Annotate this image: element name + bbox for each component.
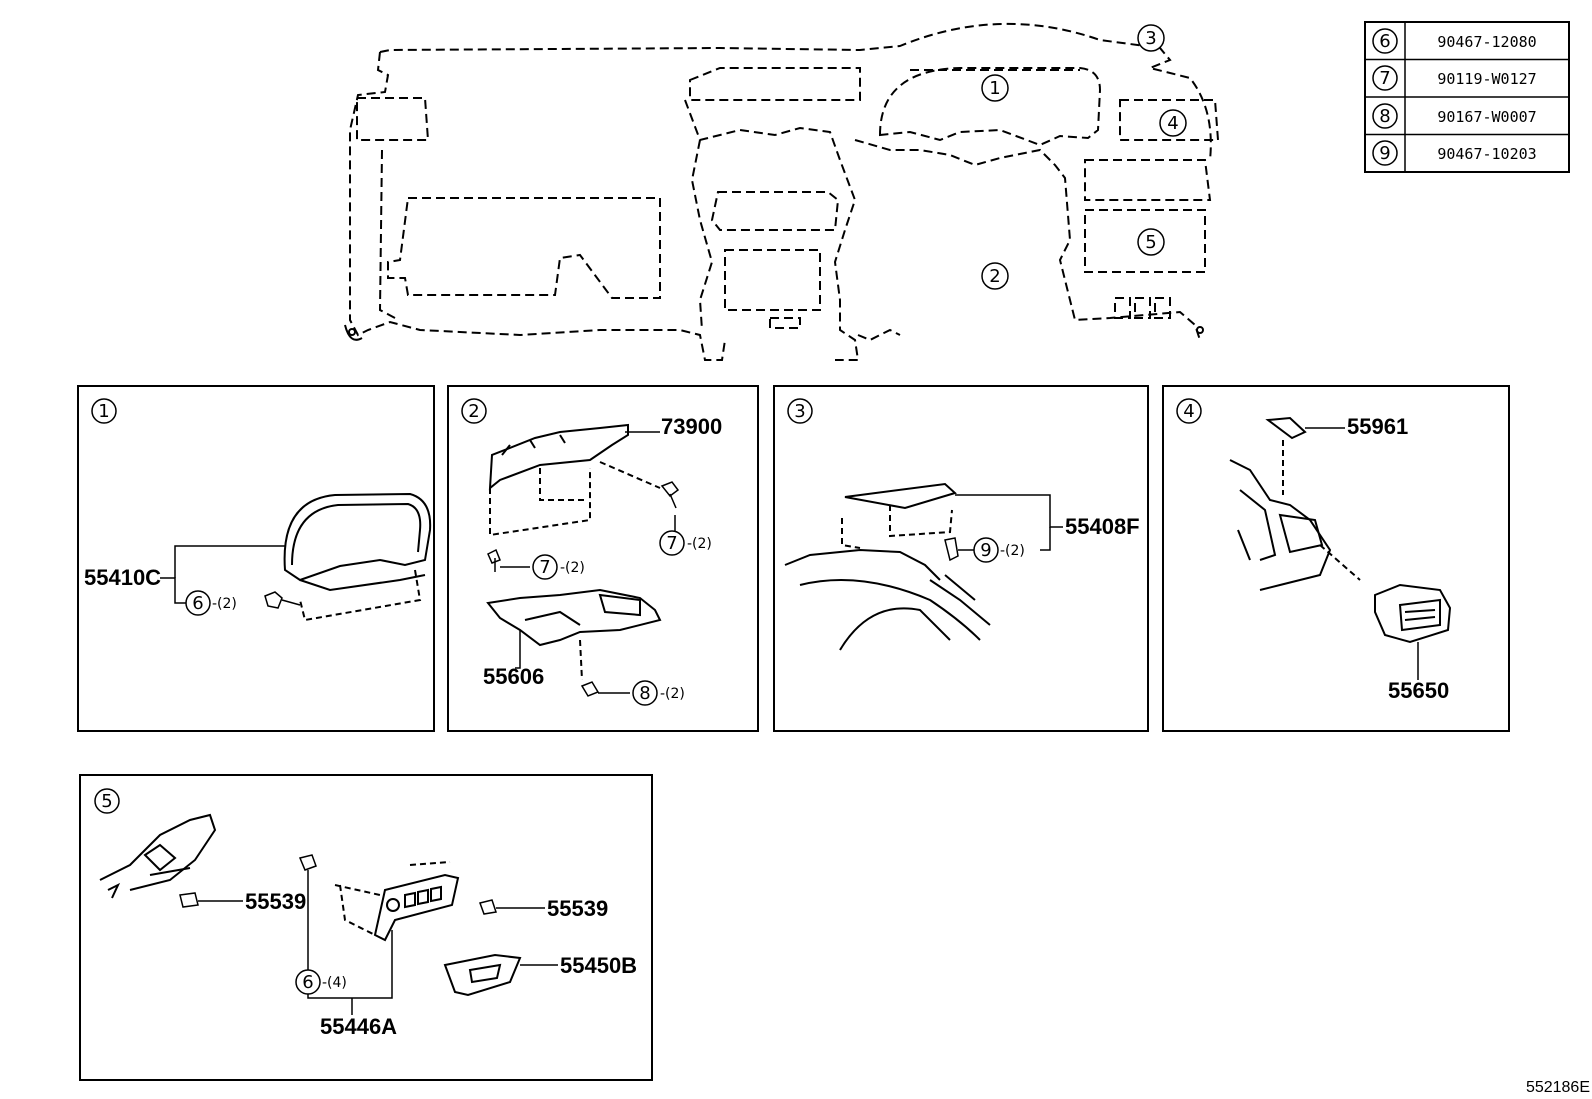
upper-cover-illustration (784, 482, 991, 651)
part-number-55446A[interactable]: 55446A (320, 1014, 397, 1039)
pocket-illustration (443, 953, 522, 997)
svg-text:90467-10203: 90467-10203 (1437, 145, 1536, 163)
part-number-55539-right[interactable]: 55539 (547, 896, 608, 921)
detail-panel-3: 3 55408F 9 -(2) (773, 385, 1149, 732)
part-number-55539-left[interactable]: 55539 (245, 889, 306, 914)
svg-text:6: 6 (302, 972, 313, 993)
legend-row: 9 90467-10203 (1372, 140, 1537, 166)
svg-text:3: 3 (794, 401, 805, 422)
clip-6-illustration (298, 854, 317, 871)
detail-panel-1: 1 55410C 6 -(2) (77, 385, 435, 732)
svg-text:6: 6 (1379, 31, 1390, 52)
svg-text:1: 1 (989, 78, 1000, 99)
svg-text:4: 4 (1183, 401, 1194, 422)
instrument-panel-overview (349, 22, 1220, 361)
screw-7-illustration (487, 481, 680, 572)
clip-6-callout[interactable]: 6 -(4) (295, 969, 347, 995)
detail-panel-2: 2 73900 (447, 385, 759, 732)
svg-text:4: 4 (1167, 113, 1178, 134)
svg-text:-(2): -(2) (212, 596, 237, 612)
switch-bezel-illustration (334, 861, 460, 942)
drawing-reference-number: 552186E (1526, 1079, 1590, 1096)
vent-cover-illustration (1265, 416, 1307, 495)
svg-text:1: 1 (98, 401, 109, 422)
clip-55539-right-illustration (479, 899, 497, 915)
part-number-55606[interactable]: 55606 (483, 664, 544, 689)
detail-panel-5: 5 (79, 774, 653, 1081)
legend-row: 7 90119-W0127 (1372, 65, 1537, 91)
detail-panel-4: 4 55961 55650 (1162, 385, 1510, 732)
svg-text:7: 7 (1379, 68, 1390, 89)
panel-number-3: 3 (787, 398, 813, 424)
screw-7-callout-right[interactable]: 7 -(2) (659, 530, 712, 556)
clip-55539-left-illustration (179, 892, 199, 908)
part-number-55961[interactable]: 55961 (1347, 414, 1408, 439)
part-number-55450B[interactable]: 55450B (560, 953, 637, 978)
overview-callout-2[interactable]: 2 (981, 262, 1009, 290)
clip-9-callout[interactable]: 9 -(2) (973, 537, 1025, 563)
part-number-73900[interactable]: 73900 (661, 414, 722, 439)
part-number-55408F[interactable]: 55408F (1065, 514, 1140, 539)
svg-text:-(2): -(2) (1000, 543, 1025, 559)
air-vent-illustration (1374, 583, 1452, 644)
dash-side-illustration (1229, 459, 1361, 591)
part-number-55650[interactable]: 55650 (1388, 678, 1449, 703)
svg-text:5: 5 (101, 791, 112, 812)
svg-text:2: 2 (989, 266, 1000, 287)
cluster-finish-panel-illustration (283, 492, 432, 622)
svg-text:6: 6 (192, 593, 203, 614)
overview-callout-5[interactable]: 5 (1137, 228, 1165, 256)
svg-text:7: 7 (539, 557, 550, 578)
part-number-55410C[interactable]: 55410C (84, 565, 161, 590)
mounting-lugs (344, 324, 1204, 341)
svg-text:2: 2 (468, 401, 479, 422)
svg-text:-(2): -(2) (660, 686, 685, 702)
screw-7-callout-left[interactable]: 7 -(2) (532, 554, 585, 580)
svg-text:8: 8 (639, 683, 650, 704)
svg-text:3: 3 (1145, 28, 1156, 49)
svg-text:9: 9 (1379, 143, 1390, 164)
panel-number-1: 1 (91, 398, 117, 424)
bolt-8-callout[interactable]: 8 -(2) (632, 680, 685, 706)
svg-text:90167-W0007: 90167-W0007 (1437, 108, 1536, 126)
svg-text:90119-W0127: 90119-W0127 (1437, 70, 1536, 88)
lower-panel-illustration (488, 423, 661, 537)
svg-text:-(4): -(4) (322, 975, 347, 991)
clip-9-illustration (944, 537, 959, 562)
overview-callout-1[interactable]: 1 (981, 74, 1009, 102)
svg-text:7: 7 (666, 533, 677, 554)
panel-number-5: 5 (94, 788, 120, 814)
overview-callout-4[interactable]: 4 (1159, 109, 1187, 137)
legend-row: 8 90167-W0007 (1372, 103, 1537, 129)
overview-callout-3[interactable]: 3 (1137, 24, 1165, 52)
legend-row: 6 90467-12080 (1372, 28, 1537, 54)
svg-text:5: 5 (1145, 232, 1156, 253)
panel-number-4: 4 (1176, 398, 1202, 424)
svg-text:90467-12080: 90467-12080 (1437, 33, 1536, 51)
svg-text:9: 9 (980, 540, 991, 561)
bolt-8-illustration (580, 681, 600, 697)
panel-number-2: 2 (461, 398, 487, 424)
svg-text:8: 8 (1379, 106, 1390, 127)
fastener-legend-table: 6 90467-12080 7 90119-W0127 8 90167-W000… (1364, 21, 1570, 173)
clip-6-callout[interactable]: 6 -(2) (185, 590, 237, 616)
lower-dash-illustration (99, 813, 217, 899)
svg-text:-(2): -(2) (560, 560, 585, 576)
svg-text:-(2): -(2) (687, 536, 712, 552)
bracket-illustration (486, 588, 662, 681)
clip-6-illustration (264, 591, 301, 609)
